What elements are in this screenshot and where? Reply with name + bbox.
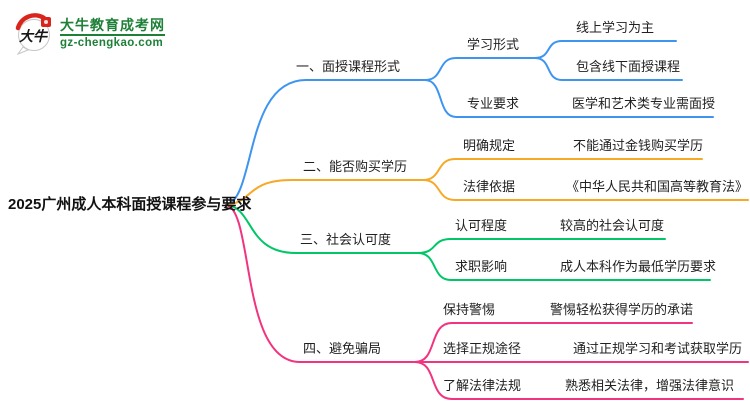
- branch1-child1-leaf1-link: [534, 40, 677, 59]
- branch1-child1-leaf2-link: [534, 57, 683, 81]
- branch4-child3-link: [414, 361, 744, 400]
- bran3-child1-leaf1: 较高的社会认可度: [560, 218, 665, 233]
- branch2-child1-link: [422, 158, 703, 181]
- logo-glyph-text: 大牛: [19, 28, 49, 45]
- branch4-child3-leaf1: 熟悉相关法律，增强法律意识: [565, 378, 735, 393]
- branch3-child2-link: [417, 252, 711, 281]
- daniu-bubble-icon: 大牛: [15, 13, 51, 55]
- branch1-child1-link: [424, 57, 536, 81]
- branch2-child1-leaf1: 不能通过金钱购买学历: [573, 138, 704, 153]
- branch2-child2: 法律依据: [463, 179, 516, 194]
- branch1-child2-leaf1: 医学和艺术类专业需面授: [572, 96, 716, 111]
- branch1-child1: 学习形式: [467, 37, 520, 52]
- branch4-child1: 保持警惕: [443, 302, 496, 317]
- branch3-label: 三、社会认可度: [300, 232, 392, 247]
- branch1-child2-link: [424, 79, 714, 118]
- branch3-child2: 求职影响: [455, 259, 508, 274]
- branch4-child2-leaf1: 通过正规学习和考试获取学历: [573, 341, 743, 356]
- site-logo[interactable]: 大牛 大牛教育成考网 gz-chengkao.com: [13, 11, 165, 55]
- branch3-child2-leaf1: 成人本科作为最低学历要求: [560, 259, 717, 274]
- branch4-child1-link: [414, 322, 693, 363]
- branch2-child2-leaf1: 《中华人民共和国高等教育法》: [566, 179, 749, 194]
- branch2-child2-link: [422, 179, 749, 201]
- branch3-child1-link: [417, 238, 666, 254]
- branch3-main-link: [225, 204, 419, 254]
- branch4-child2: 选择正规途径: [443, 341, 522, 356]
- site-url: gz-chengkao.com: [60, 36, 164, 49]
- branch1-child1-leaf2: 包含线下面授课程: [576, 59, 681, 74]
- branch1-child2: 专业要求: [467, 96, 520, 111]
- branch1-child1-leaf1: 线上学习为主: [576, 20, 655, 35]
- branch2-main-link: [225, 179, 424, 206]
- branch1-label: 一、面授课程形式: [296, 59, 401, 74]
- branch2-child1: 明确规定: [463, 138, 516, 153]
- branch4-child3: 了解法律法规: [443, 378, 522, 393]
- branch4-label: 四、避免骗局: [303, 341, 382, 356]
- logo-divider: [60, 33, 165, 36]
- branch2-label: 二、能否购买学历: [303, 159, 408, 174]
- branch1-main-link: [225, 79, 426, 206]
- site-name: 大牛教育成考网: [60, 16, 165, 33]
- branch4-main-link: [225, 204, 416, 363]
- logo-wordmark: 大牛教育成考网 gz-chengkao.com: [60, 17, 165, 50]
- branch4-child1-leaf1: 警惕轻松获得学历的承诺: [550, 302, 694, 317]
- root-node: 2025广州成人本科面授课程参与要求: [8, 196, 252, 213]
- branch3-child1: 认可程度: [455, 218, 508, 233]
- logo-red-arc: [15, 13, 47, 31]
